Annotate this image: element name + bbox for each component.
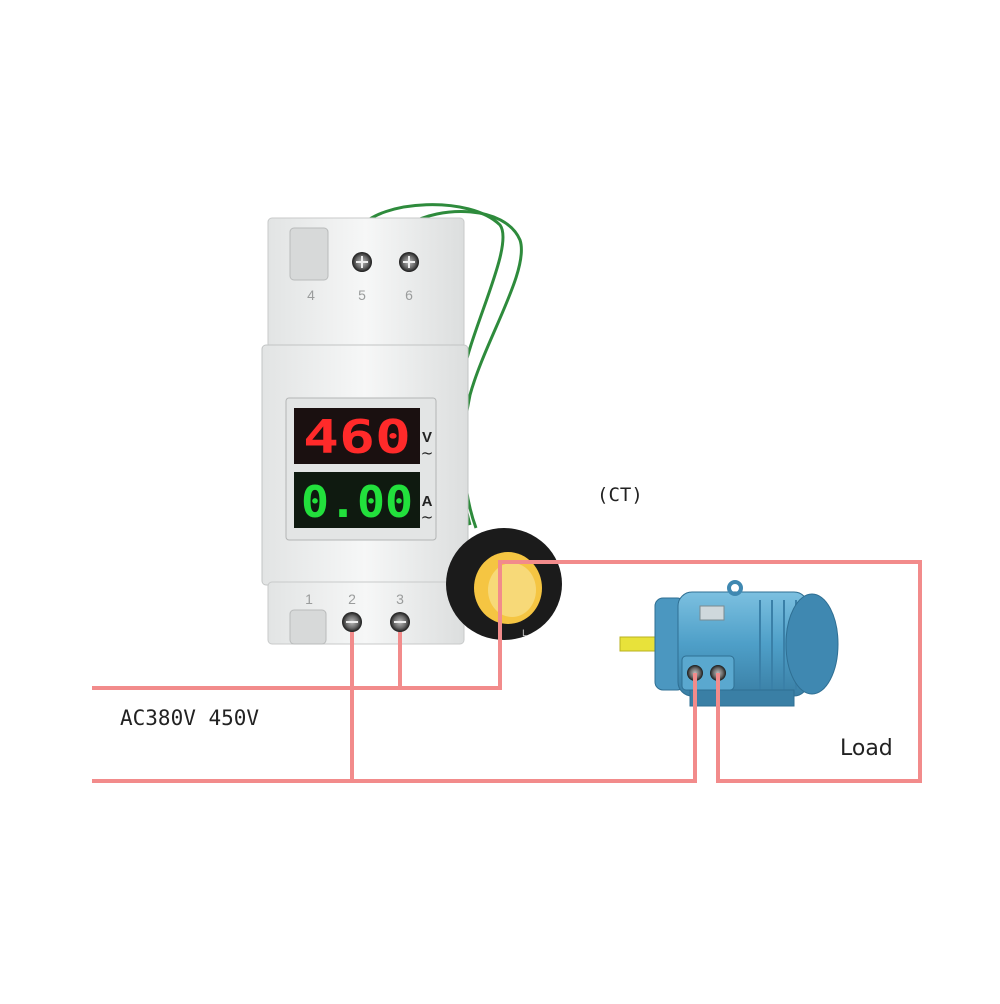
power-wiring — [92, 560, 922, 783]
motor-foot — [689, 689, 795, 707]
motor-load — [619, 580, 839, 707]
din-rail-meter: 4 5 6 1 2 3 460 V ~ 0.00 A ~ — [261, 217, 469, 645]
voltage-display — [294, 408, 420, 464]
terminal-number-4: 4 — [307, 287, 315, 303]
terminal-number-1: 1 — [305, 591, 313, 607]
terminal-1-slot — [289, 609, 327, 645]
terminal-number-2: 2 — [348, 591, 356, 607]
wire-supply-bottom — [92, 673, 697, 783]
supply-voltage-label: AC380V 450V — [120, 706, 260, 730]
current-display — [294, 472, 420, 528]
voltage-unit: V — [422, 429, 432, 446]
terminal-number-6: 6 — [405, 287, 413, 303]
motor-rear-cap — [785, 593, 839, 695]
terminal-number-5: 5 — [358, 287, 366, 303]
current-ac-symbol: ~ — [421, 508, 434, 526]
ct-ring-hole — [488, 563, 536, 617]
voltage-ac-symbol: ~ — [421, 444, 434, 462]
wire-supply-top — [92, 560, 922, 783]
load-label: Load — [840, 736, 893, 761]
motor-lifting-eye — [727, 580, 743, 596]
motor-nameplate — [699, 605, 725, 621]
terminal-number-3: 3 — [396, 591, 404, 607]
current-transformer: L — [446, 528, 562, 640]
ct-marking: L — [522, 629, 527, 639]
terminal-4-slot — [289, 227, 329, 281]
ct-label: (CT) — [597, 484, 643, 506]
current-reading: 0.00 — [301, 477, 413, 528]
current-unit: A — [422, 493, 433, 510]
voltage-reading: 460 — [303, 410, 411, 464]
